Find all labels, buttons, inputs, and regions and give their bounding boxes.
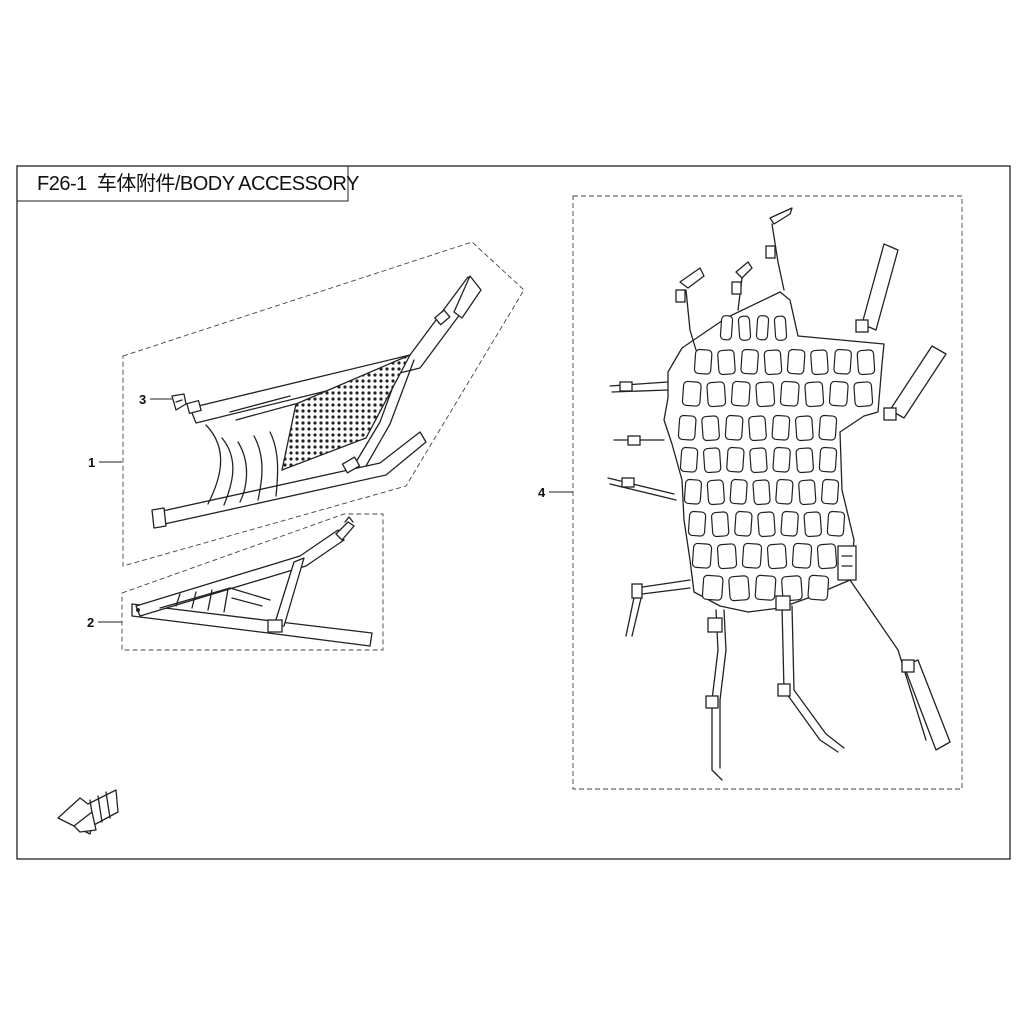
- net-cell: [766, 543, 788, 570]
- callout-2: 2: [87, 615, 122, 630]
- callout-3: 3: [139, 392, 172, 407]
- net-cell: [724, 414, 744, 441]
- net-cell: [737, 315, 752, 341]
- net-cell: [706, 479, 725, 506]
- net-cell: [856, 349, 876, 376]
- callout-label-2: 2: [87, 615, 94, 630]
- net-cell: [820, 478, 840, 505]
- net-cell: [726, 446, 745, 473]
- net-cell: [794, 415, 814, 442]
- net-cell: [828, 380, 849, 407]
- net-cell: [775, 478, 794, 505]
- net-cell: [749, 447, 768, 474]
- net-cell: [810, 349, 829, 376]
- net-cell: [693, 348, 713, 375]
- net-cell: [757, 511, 776, 538]
- net-cell: [728, 575, 750, 602]
- net-cell: [754, 574, 777, 601]
- net-cell: [752, 479, 771, 506]
- callout-label-1: 1: [88, 455, 95, 470]
- title-box: F26-1 车体附件/BODY ACCESSORY: [17, 166, 360, 202]
- net-cell: [803, 511, 822, 538]
- net-cell: [833, 348, 852, 375]
- net-cell: [730, 380, 751, 407]
- part-2-dashed-outline: [121, 513, 384, 651]
- net-cell: [772, 446, 791, 473]
- part-1-mesh-panel: [281, 353, 412, 472]
- net-cell: [771, 414, 791, 441]
- net-cell: [719, 315, 734, 341]
- net-cell: [818, 446, 838, 473]
- net-cell: [683, 478, 703, 505]
- net-cell: [795, 447, 814, 474]
- net-cell: [748, 415, 767, 442]
- net-cell: [741, 542, 763, 569]
- part-3-clip: [171, 393, 187, 411]
- net-cell: [740, 348, 759, 375]
- page-title: F26-1 车体附件/BODY ACCESSORY: [37, 172, 359, 195]
- callout-4: 4: [538, 485, 573, 500]
- net-cell: [786, 348, 806, 375]
- net-cell: [773, 315, 788, 341]
- net-cell: [826, 510, 846, 537]
- net-cell: [780, 510, 799, 537]
- part-1-side-net: [122, 241, 525, 567]
- net-cell: [816, 543, 838, 570]
- net-cell: [798, 479, 817, 506]
- callout-label-4: 4: [538, 485, 546, 500]
- net-cell: [791, 542, 813, 569]
- outer-frame: [16, 165, 1011, 860]
- net-cell: [701, 574, 724, 601]
- net-cells: [677, 315, 876, 602]
- net-cell: [818, 414, 838, 441]
- part-4-cargo-net: [572, 195, 963, 790]
- net-cell: [717, 349, 736, 376]
- net-cell: [755, 315, 770, 341]
- net-cell: [781, 575, 803, 602]
- net-cell: [710, 511, 730, 538]
- net-cell: [706, 381, 727, 408]
- net-cell: [729, 478, 748, 505]
- net-cell: [701, 415, 720, 442]
- net-cell: [716, 543, 738, 570]
- net-cell: [677, 414, 697, 441]
- net-cell: [804, 381, 825, 408]
- net-cell: [807, 574, 830, 601]
- part-1-dashed-outline: [122, 241, 525, 567]
- net-cell: [687, 510, 707, 537]
- net-cell: [679, 446, 699, 473]
- net-cell: [734, 510, 753, 537]
- callout-label-3: 3: [139, 392, 146, 407]
- net-cell: [853, 381, 874, 408]
- net-cell: [779, 380, 800, 407]
- callout-1: 1: [88, 455, 122, 470]
- net-cell: [755, 381, 776, 408]
- net-cell: [691, 542, 713, 569]
- front-direction-arrow-icon: [57, 789, 119, 835]
- net-cell: [681, 380, 702, 407]
- net-cell: [702, 447, 722, 474]
- net-cell: [763, 349, 783, 376]
- part-2-side-net: [121, 513, 384, 651]
